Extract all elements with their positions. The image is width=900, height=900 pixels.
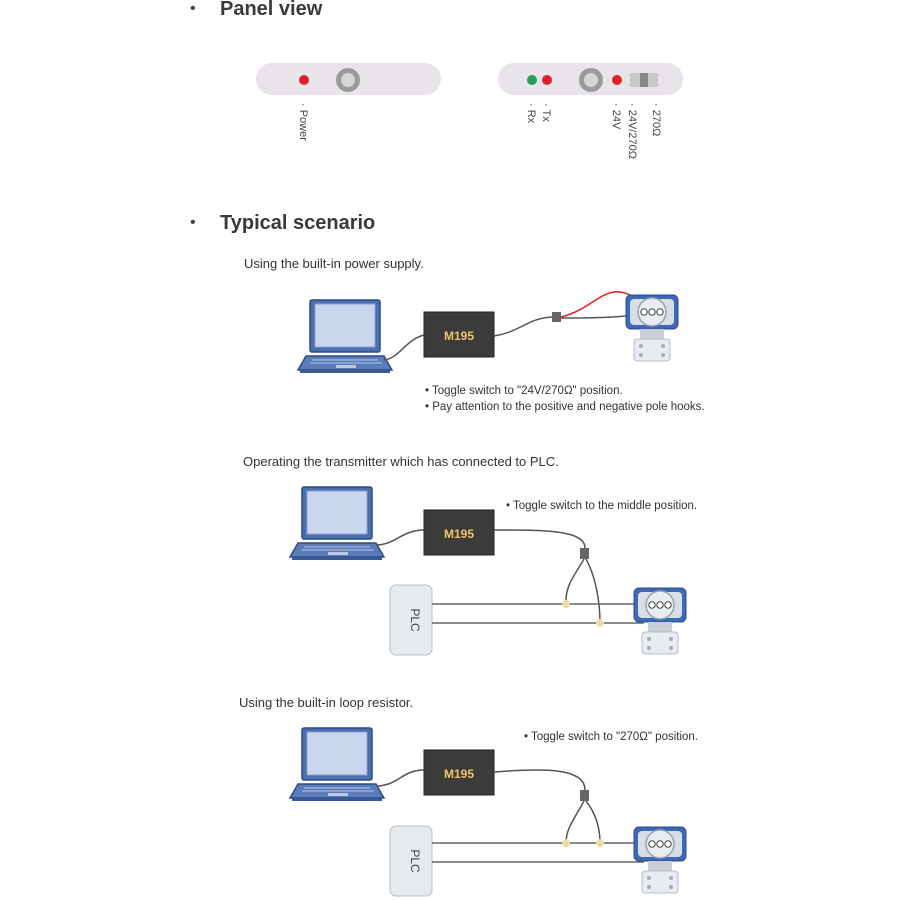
- clip-hook: [596, 619, 604, 627]
- transmitter-icon: [633, 587, 687, 655]
- scenario-1-diagram: M195: [297, 291, 679, 374]
- scenario-caption: Using the built-in power supply.: [244, 256, 424, 271]
- test-cable: [493, 529, 586, 549]
- m195-device: [423, 749, 495, 796]
- scenario-3-diagram: M195 PLC: [289, 727, 687, 897]
- test-lead: [565, 558, 585, 605]
- typical-scenario-title: Typical scenario: [220, 212, 376, 234]
- scenario-note: • Toggle switch to the middle position.: [506, 500, 698, 512]
- left-panel: · Power: [256, 63, 441, 141]
- 24v-270-label: · 24V/270Ω: [626, 103, 638, 159]
- tx-led: [542, 75, 552, 85]
- m195-device: [423, 509, 495, 556]
- cable-splitter: [580, 548, 589, 559]
- m195-label: M195: [444, 527, 474, 541]
- test-lead: [585, 558, 601, 624]
- scenario-2-diagram: M195 PLC: [289, 486, 687, 656]
- transmitter-icon: [633, 826, 687, 894]
- clip-hook: [562, 600, 570, 608]
- m195-label: M195: [444, 767, 474, 781]
- toggle-switch-knob: [640, 73, 648, 87]
- bullet-dot: •: [190, 0, 196, 17]
- scenario-note: • Toggle switch to "24V/270Ω" position.: [425, 385, 623, 397]
- usb-cable: [375, 769, 425, 787]
- cable-splitter: [552, 312, 561, 322]
- plc-box: [389, 825, 433, 897]
- plc-box: [389, 584, 433, 656]
- plc-label: PLC: [408, 608, 422, 632]
- rx-label: · Rx: [525, 103, 537, 124]
- test-cable: [493, 316, 553, 337]
- usb-cable: [383, 334, 425, 361]
- scenario-caption: Operating the transmitter which has conn…: [243, 454, 559, 469]
- clip-hook: [562, 839, 570, 847]
- laptop-icon: [297, 299, 393, 374]
- right-panel: · Rx · Tx · 24V · 24V/270Ω · 270Ω: [498, 63, 683, 159]
- usb-cable: [375, 529, 425, 546]
- test-cable: [493, 769, 586, 791]
- m195-label: M195: [444, 329, 474, 343]
- tx-label: · Tx: [540, 103, 552, 122]
- 24v-label: · 24V: [610, 103, 622, 130]
- power-led: [299, 75, 309, 85]
- rx-led: [527, 75, 537, 85]
- power-label: · Power: [297, 103, 309, 141]
- bullet-dot: •: [190, 214, 196, 231]
- panel-view-title: Panel view: [220, 0, 323, 20]
- scenario-note: • Pay attention to the positive and nega…: [425, 401, 705, 413]
- plc-label: PLC: [408, 849, 422, 873]
- scenario-note: • Toggle switch to "270Ω" position.: [524, 731, 699, 743]
- test-lead: [565, 800, 585, 844]
- laptop-icon: [289, 727, 385, 802]
- test-lead: [585, 800, 601, 844]
- transmitter-icon: [625, 294, 679, 362]
- 24v-led: [612, 75, 622, 85]
- 270-label: · 270Ω: [650, 103, 662, 136]
- cable-splitter: [580, 790, 589, 801]
- scenario-caption: Using the built-in loop resistor.: [239, 695, 414, 710]
- laptop-icon: [289, 486, 385, 561]
- clip-hook: [596, 839, 604, 847]
- m195-device: [423, 311, 495, 358]
